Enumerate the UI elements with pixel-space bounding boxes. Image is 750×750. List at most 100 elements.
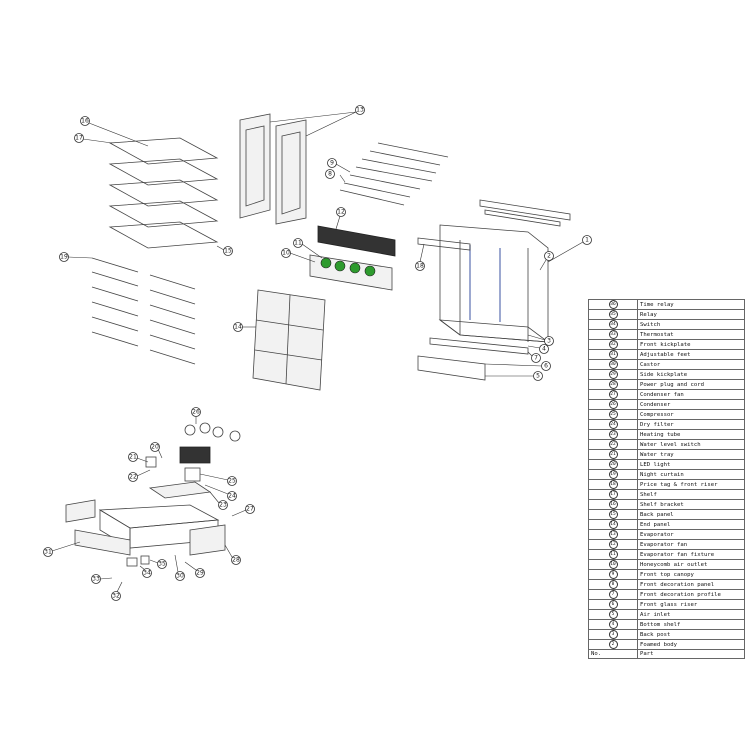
part-number-cell: 34 bbox=[588, 319, 638, 330]
part-number-cell: 3 bbox=[588, 629, 638, 640]
callout-32: 32 bbox=[111, 591, 121, 601]
part-number-badge: 3 bbox=[608, 630, 618, 639]
part-name-cell: Relay bbox=[637, 309, 745, 320]
svg-text:15: 15 bbox=[224, 248, 232, 255]
part-name-cell: Shelf bbox=[637, 489, 745, 500]
part-number-cell: 32 bbox=[588, 339, 638, 350]
part-number-badge: 14 bbox=[608, 520, 618, 529]
callout-33: 33 bbox=[91, 574, 101, 584]
cabinet-body bbox=[417, 199, 571, 381]
part-number-cell: 9 bbox=[588, 569, 638, 580]
callout-8: 8 bbox=[325, 169, 335, 179]
canopy-strips bbox=[339, 142, 449, 206]
part-name-cell: Time relay bbox=[637, 299, 745, 310]
footer-no-label: No. bbox=[588, 648, 638, 660]
table-row: 36 Time relay bbox=[588, 299, 745, 310]
callout-2: 2 bbox=[544, 251, 554, 261]
part-number-badge: 5 bbox=[608, 610, 618, 619]
callout-14: 14 bbox=[233, 322, 243, 332]
svg-text:35: 35 bbox=[158, 561, 166, 568]
callout-4: 4 bbox=[539, 344, 549, 354]
part-number-badge: 16 bbox=[608, 500, 618, 509]
svg-text:19: 19 bbox=[60, 254, 68, 261]
callout-5: 5 bbox=[533, 371, 543, 381]
part-number-badge: 36 bbox=[608, 300, 618, 309]
part-number-cell: 26 bbox=[588, 399, 638, 410]
part-number-badge: 7 bbox=[608, 590, 618, 599]
svg-text:28: 28 bbox=[232, 557, 240, 564]
callout-31: 31 bbox=[43, 547, 53, 557]
callout-9: 9 bbox=[327, 158, 337, 168]
part-number-cell: 31 bbox=[588, 349, 638, 360]
part-name-cell: Condenser bbox=[637, 399, 745, 410]
svg-text:4: 4 bbox=[542, 346, 546, 353]
glass-doors bbox=[239, 113, 307, 225]
part-name-cell: Front top canopy bbox=[637, 569, 745, 580]
svg-text:7: 7 bbox=[534, 355, 538, 362]
part-number-badge: 29 bbox=[608, 370, 618, 379]
callout-17: 17 bbox=[74, 133, 84, 143]
svg-text:26: 26 bbox=[192, 409, 200, 416]
svg-text:31: 31 bbox=[44, 549, 52, 556]
part-number-badge: 28 bbox=[608, 380, 618, 389]
part-number-cell: 15 bbox=[588, 509, 638, 520]
callout-3: 3 bbox=[544, 336, 554, 346]
footer-part-label: Part bbox=[637, 648, 745, 660]
callout-29: 29 bbox=[195, 568, 205, 578]
part-number-badge: 13 bbox=[608, 530, 618, 539]
part-number-badge: 34 bbox=[608, 320, 618, 329]
callout-1: 1 bbox=[582, 235, 592, 245]
part-number-cell: 8 bbox=[588, 579, 638, 590]
callout-25: 25 bbox=[227, 476, 237, 486]
part-name-cell: End panel bbox=[637, 519, 745, 530]
part-name-cell: Price tag & front riser bbox=[637, 479, 745, 490]
part-number-badge: 23 bbox=[608, 430, 618, 439]
part-name-cell: Castor bbox=[637, 359, 745, 370]
svg-text:14: 14 bbox=[234, 324, 242, 331]
part-number-cell: 25 bbox=[588, 409, 638, 420]
part-number-cell: 4 bbox=[588, 619, 638, 630]
svg-text:18: 18 bbox=[416, 263, 424, 270]
svg-text:6: 6 bbox=[544, 363, 548, 370]
part-number-badge: 18 bbox=[608, 480, 618, 489]
callout-23: 23 bbox=[218, 500, 228, 510]
part-number-badge: 15 bbox=[608, 510, 618, 519]
part-name-cell: Evaporator fan bbox=[637, 539, 745, 550]
part-number-cell: 7 bbox=[588, 589, 638, 600]
svg-text:29: 29 bbox=[196, 570, 204, 577]
part-number-cell: 28 bbox=[588, 379, 638, 390]
svg-text:2: 2 bbox=[547, 253, 551, 260]
part-name-cell: Compressor bbox=[637, 409, 745, 420]
part-number-badge: 12 bbox=[608, 540, 618, 549]
callout-21: 21 bbox=[128, 452, 138, 462]
part-number-badge: 9 bbox=[608, 570, 618, 579]
part-number-cell: 30 bbox=[588, 359, 638, 370]
part-number-badge: 19 bbox=[608, 470, 618, 479]
svg-text:34: 34 bbox=[143, 570, 151, 577]
part-name-cell: Front kickplate bbox=[637, 339, 745, 350]
callout-labels: 1 2 3 4 5 6 7 8 9 10 11 12 bbox=[43, 105, 592, 601]
part-number-cell: 16 bbox=[588, 499, 638, 510]
part-name-cell: Bottom shelf bbox=[637, 619, 745, 630]
callout-15: 15 bbox=[223, 246, 233, 256]
part-number-badge: 2 bbox=[608, 640, 618, 649]
